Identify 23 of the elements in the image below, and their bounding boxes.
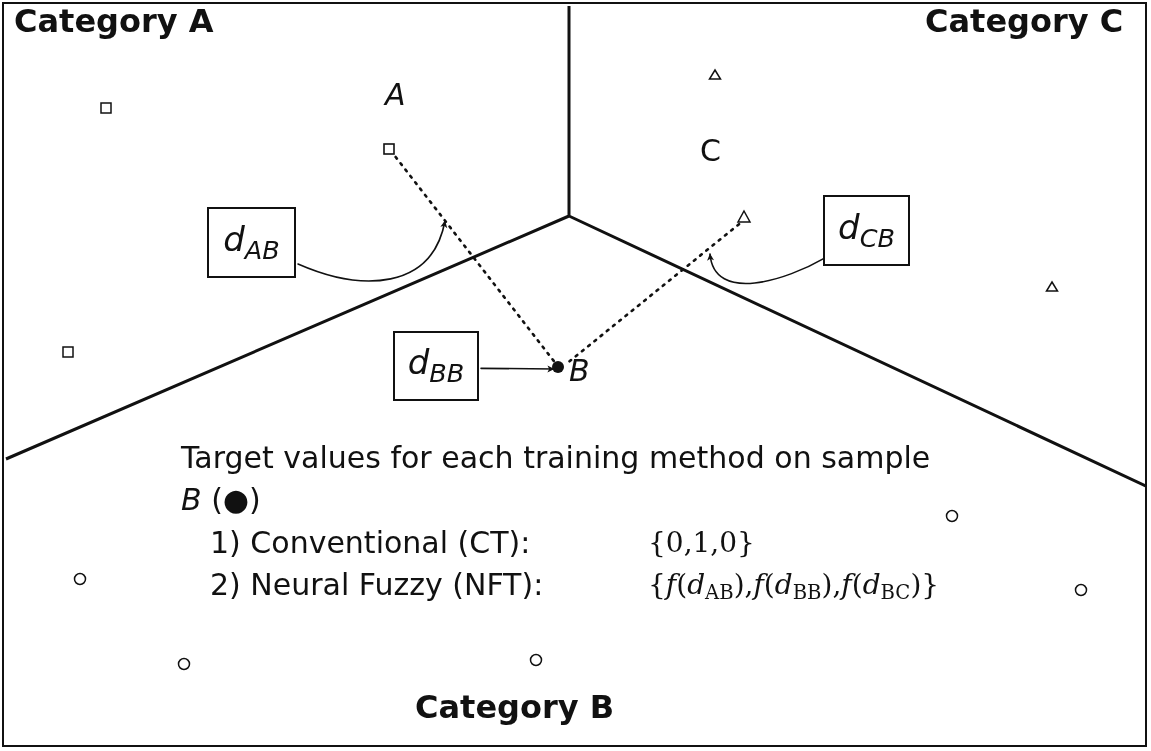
category-title: Category C [925,4,1124,42]
point-label: C [700,136,721,166]
distance-symbol: d$_{CB}$ [838,209,895,252]
category-title: Category A [14,4,214,42]
triangle-data-point [737,210,751,223]
point-label: A [385,80,406,110]
distance-symbol: d$_{AB}$ [223,221,280,264]
distance-box [393,331,479,401]
note-text: 1) Conventional (CT): [210,524,531,562]
target-set: {0,1,0} [648,525,755,561]
square-data-point [383,143,395,155]
note-text: 2) Neural Fuzzy (NFT): [210,566,544,604]
distance-box [207,207,296,278]
distance-line [394,155,557,365]
note-text: Target values for each training method on sample B (●) [181,439,932,519]
target-set: {f(d$_{AB}$),f(d$_{BB}$),f(d$_{BC}$)} [648,567,940,606]
distance-box [823,195,910,266]
arrow [480,365,555,373]
filled-data-point [552,361,564,373]
point-label: B [569,356,590,386]
category-title: Category B [415,687,615,728]
distance-symbol: d$_{BB}$ [407,345,465,387]
leader-line [297,220,447,282]
